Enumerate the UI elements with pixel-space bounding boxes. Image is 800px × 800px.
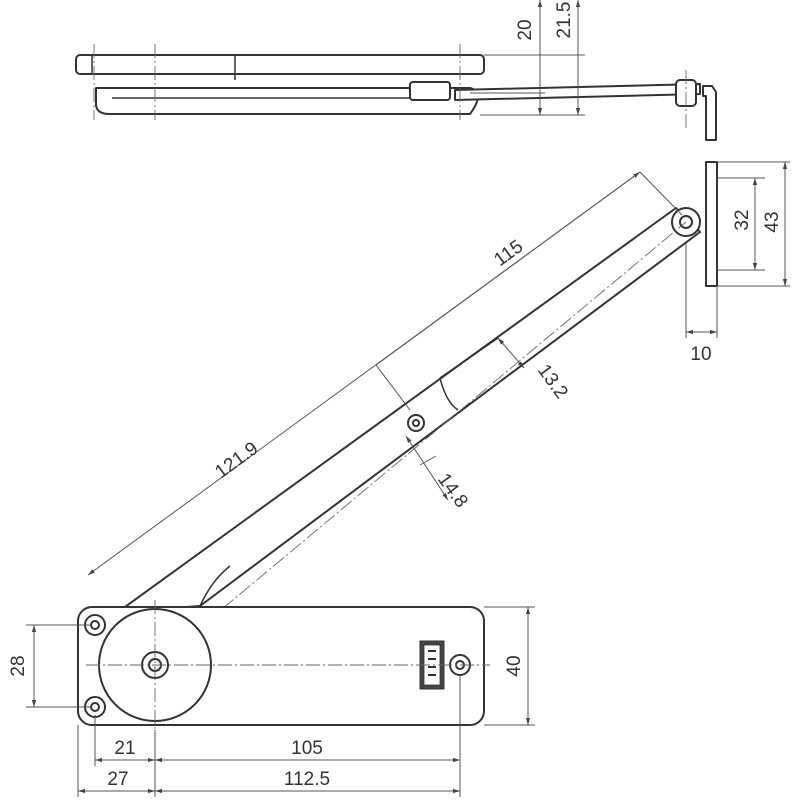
dim-tick-14-8: [419, 455, 437, 466]
dim-line-13-2: [497, 337, 525, 369]
base-view: 28 40 21 105 27 112.5: [8, 600, 535, 797]
arm-view: 121.9 115 13.2 14.8: [87, 171, 701, 666]
dim-line-14-8: [405, 435, 449, 501]
dim-label-27: 27: [107, 769, 128, 790]
dim-label-21-5: 21.5: [554, 2, 575, 39]
dim-label-20: 20: [515, 19, 536, 40]
dim-label-112-5: 112.5: [284, 769, 330, 790]
dim-ext-arm-end: [639, 171, 683, 216]
side-view: 20 21.5: [75, 0, 717, 141]
dim-label-43: 43: [762, 211, 783, 232]
base-screw-top-inner: [90, 620, 100, 630]
arm-outer: [117, 207, 701, 613]
dim-label-10: 10: [690, 344, 711, 365]
dim-label-121-9: 121.9: [211, 438, 262, 483]
dim-ext-arm-mid: [375, 364, 411, 411]
dim-label-21: 21: [114, 738, 135, 759]
side-view-bracket: [702, 85, 717, 141]
arm-mid-pin-inner: [412, 419, 420, 427]
side-view-base-plate: [75, 54, 485, 75]
side-view-slider: [409, 81, 451, 101]
dim-label-28: 28: [8, 655, 29, 676]
bracket-plate: [705, 161, 718, 287]
dim-label-32: 32: [732, 209, 753, 230]
base-screw-bottom-inner: [90, 702, 100, 712]
dim-label-105: 105: [291, 738, 323, 759]
bracket-view: 32 43 10: [685, 161, 790, 365]
dim-label-40: 40: [504, 655, 525, 676]
dim-line-115: [375, 171, 641, 366]
dim-label-115: 115: [490, 236, 527, 271]
dim-label-13-2: 13.2: [533, 361, 572, 403]
dim-label-14-8: 14.8: [433, 470, 472, 512]
